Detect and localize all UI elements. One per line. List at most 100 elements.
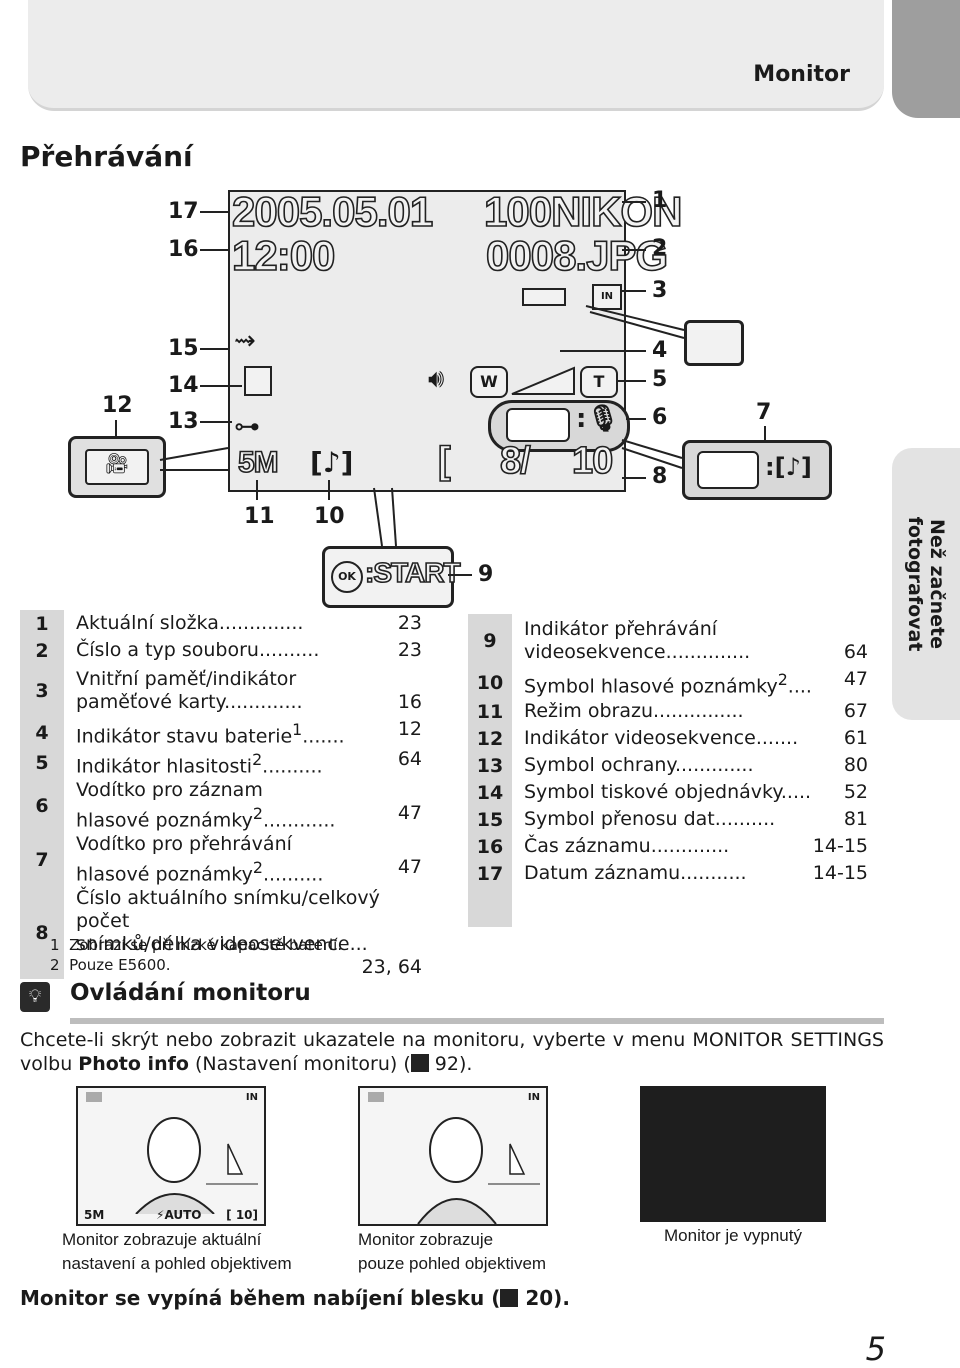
single-frame-icon <box>684 320 744 366</box>
callout-5: 5 <box>652 367 668 392</box>
legend-row-empty <box>468 887 868 928</box>
callout-12: 12 <box>102 393 133 418</box>
screen-exposure-count: [ 10] <box>226 1208 258 1222</box>
header-bar <box>28 0 884 111</box>
leader-17 <box>200 211 230 213</box>
header-tab <box>892 0 960 118</box>
chapter-side-tab: Než začnete fotografovat <box>892 448 960 720</box>
movie-playback-indicator: OK :START <box>322 546 461 608</box>
leader-2 <box>622 249 646 251</box>
leader-7 <box>764 426 766 442</box>
tip-paragraph: Chcete-li skrýt nebo zobrazit ukazatele … <box>20 1029 884 1075</box>
print-order-icon <box>244 366 272 396</box>
callout-9: 9 <box>478 562 494 587</box>
leader-13 <box>200 421 232 423</box>
side-tab-line-2: fotografovat <box>904 516 926 652</box>
zoom-t-icon: T <box>580 366 618 398</box>
record-button-icon <box>506 408 570 442</box>
movie-indicator-box: 🎥︎ <box>68 436 166 498</box>
monitor-screen-view-only: IN <box>358 1086 548 1226</box>
memory-icon: IN <box>527 1092 540 1103</box>
movie-camera-icon: 🎥︎ <box>85 449 149 485</box>
total-frames: 10 <box>571 439 614 483</box>
screen-flash-mode: ⚡AUTO <box>156 1208 202 1222</box>
callout-16: 16 <box>168 237 199 262</box>
leader-15 <box>200 348 230 350</box>
diagram-connector-lines <box>159 305 685 547</box>
recording-time: 12:00 <box>231 231 336 280</box>
battery-icon <box>522 288 566 306</box>
internal-memory-icon: IN <box>592 284 622 310</box>
side-tab-line-1: Než začnete <box>926 518 948 649</box>
leader-10 <box>328 480 330 500</box>
callout-17: 17 <box>168 199 199 224</box>
footnote-2: 2 Pouze E5600. <box>50 956 171 974</box>
screen-image-mode: 5M <box>84 1208 105 1222</box>
portrait-photo <box>417 1117 540 1224</box>
frame-number: 8/ <box>499 439 531 483</box>
callout-14: 14 <box>168 373 199 398</box>
leader-8 <box>622 477 646 479</box>
leader-9 <box>448 574 472 576</box>
voice-memo-note-icon: :[♪] <box>765 453 812 481</box>
callout-8: 8 <box>652 464 668 489</box>
zoom-w-icon: W <box>470 366 508 398</box>
leader-12 <box>115 420 117 438</box>
protect-key-icon: ⊶ <box>234 412 260 442</box>
monitor-screen-off <box>640 1086 826 1222</box>
callout-13: 13 <box>168 409 199 434</box>
leader-11 <box>256 480 258 500</box>
microphone-icon: :🎙︎ <box>576 404 620 434</box>
callout-6: 6 <box>652 405 668 430</box>
recording-date: 2005.05.01 <box>231 187 434 236</box>
start-label: :START <box>364 556 461 589</box>
callout-3: 3 <box>652 278 668 303</box>
portrait-photo <box>135 1117 258 1214</box>
ok-button-icon: OK <box>331 561 363 593</box>
voice-memo-playback-guide: :[♪] <box>682 440 832 500</box>
flash-charging-note: Monitor se vypíná během nabíjení blesku … <box>20 1286 570 1310</box>
camera-mode-icon <box>368 1092 384 1102</box>
file-name: 0008.JPG <box>485 231 669 280</box>
folder-name: 100NIKON <box>483 187 683 236</box>
callout-7: 7 <box>756 400 772 425</box>
callout-15: 15 <box>168 336 199 361</box>
section-title: Ovládání monitoru <box>70 980 311 1006</box>
tip-lightbulb-icon: 💡︎ <box>20 982 50 1012</box>
volume-speaker-icon: 🔊︎ <box>428 364 445 394</box>
monitor-screen-full-info: IN 5M ⚡AUTO [ 10] <box>76 1086 266 1226</box>
leader-14 <box>200 385 242 387</box>
callout-4: 4 <box>652 338 668 363</box>
section-divider <box>70 1018 884 1024</box>
leader-4 <box>560 350 646 352</box>
camera-mode-icon <box>86 1092 102 1102</box>
leader-3 <box>622 290 646 292</box>
reference-icon <box>410 1054 429 1072</box>
callout-11: 11 <box>244 504 275 529</box>
bracket-icon: [ <box>437 439 451 483</box>
image-mode: 5M <box>237 445 279 480</box>
voice-memo-icon: [♪] <box>310 446 354 479</box>
footnote-1: 1 Zobrazí se při nízké kapacitě baterií. <box>50 936 343 954</box>
leader-16 <box>200 249 230 251</box>
callout-1: 1 <box>652 188 668 213</box>
leader-5 <box>616 380 646 382</box>
transfer-icon: ⇝ <box>234 326 256 356</box>
callout-2: 2 <box>652 236 668 261</box>
